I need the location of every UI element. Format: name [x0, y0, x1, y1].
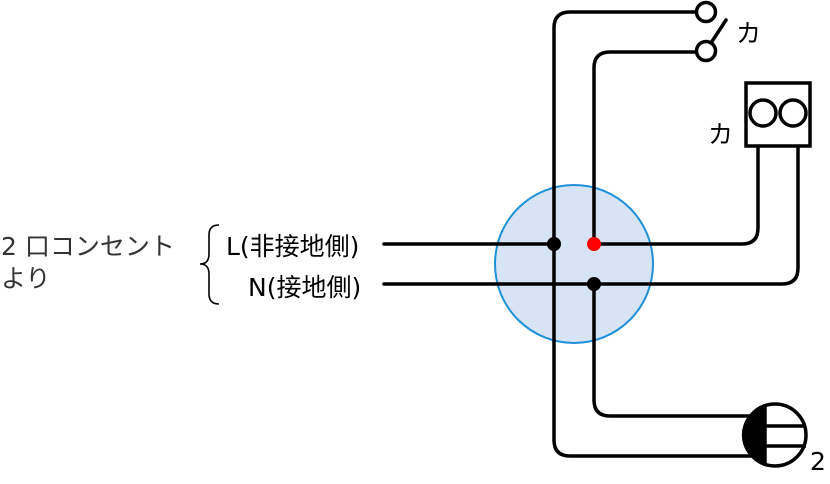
outlet-label: 2: [810, 447, 826, 476]
indicator-right-lamp: [778, 98, 808, 128]
switch-return-wire: [592, 50, 699, 246]
neutral-line-label: N(接地側): [248, 273, 361, 302]
switch-symbol: [694, 0, 728, 63]
neutral-junction-dot: [587, 277, 601, 291]
source-label-line1: 2 口コンセント: [1, 232, 175, 261]
brace-icon: [199, 224, 220, 305]
outlet-neutral-wire: [592, 282, 754, 418]
switch-upper-terminal: [694, 0, 718, 24]
indicator-label: カ: [708, 120, 733, 149]
switch-lever: [709, 18, 728, 45]
switch-supply-wire: [552, 10, 754, 458]
source-label-line2: より: [1, 264, 51, 293]
junction-box: [494, 184, 654, 344]
indicator-live-wire: [592, 144, 760, 246]
indicator-left-lamp: [748, 98, 778, 128]
switch-lower-terminal: [694, 39, 718, 63]
indicator-neutral-wire: [592, 144, 800, 286]
outlet-symbol: [741, 402, 808, 468]
indicator-symbol: [744, 81, 812, 148]
outlet-half-fill: [741, 405, 765, 465]
live-junction-dot: [547, 237, 561, 251]
switch-junction-dot: [587, 237, 601, 251]
live-line-label: L(非接地側): [226, 232, 359, 261]
switch-label: カ: [736, 19, 761, 48]
